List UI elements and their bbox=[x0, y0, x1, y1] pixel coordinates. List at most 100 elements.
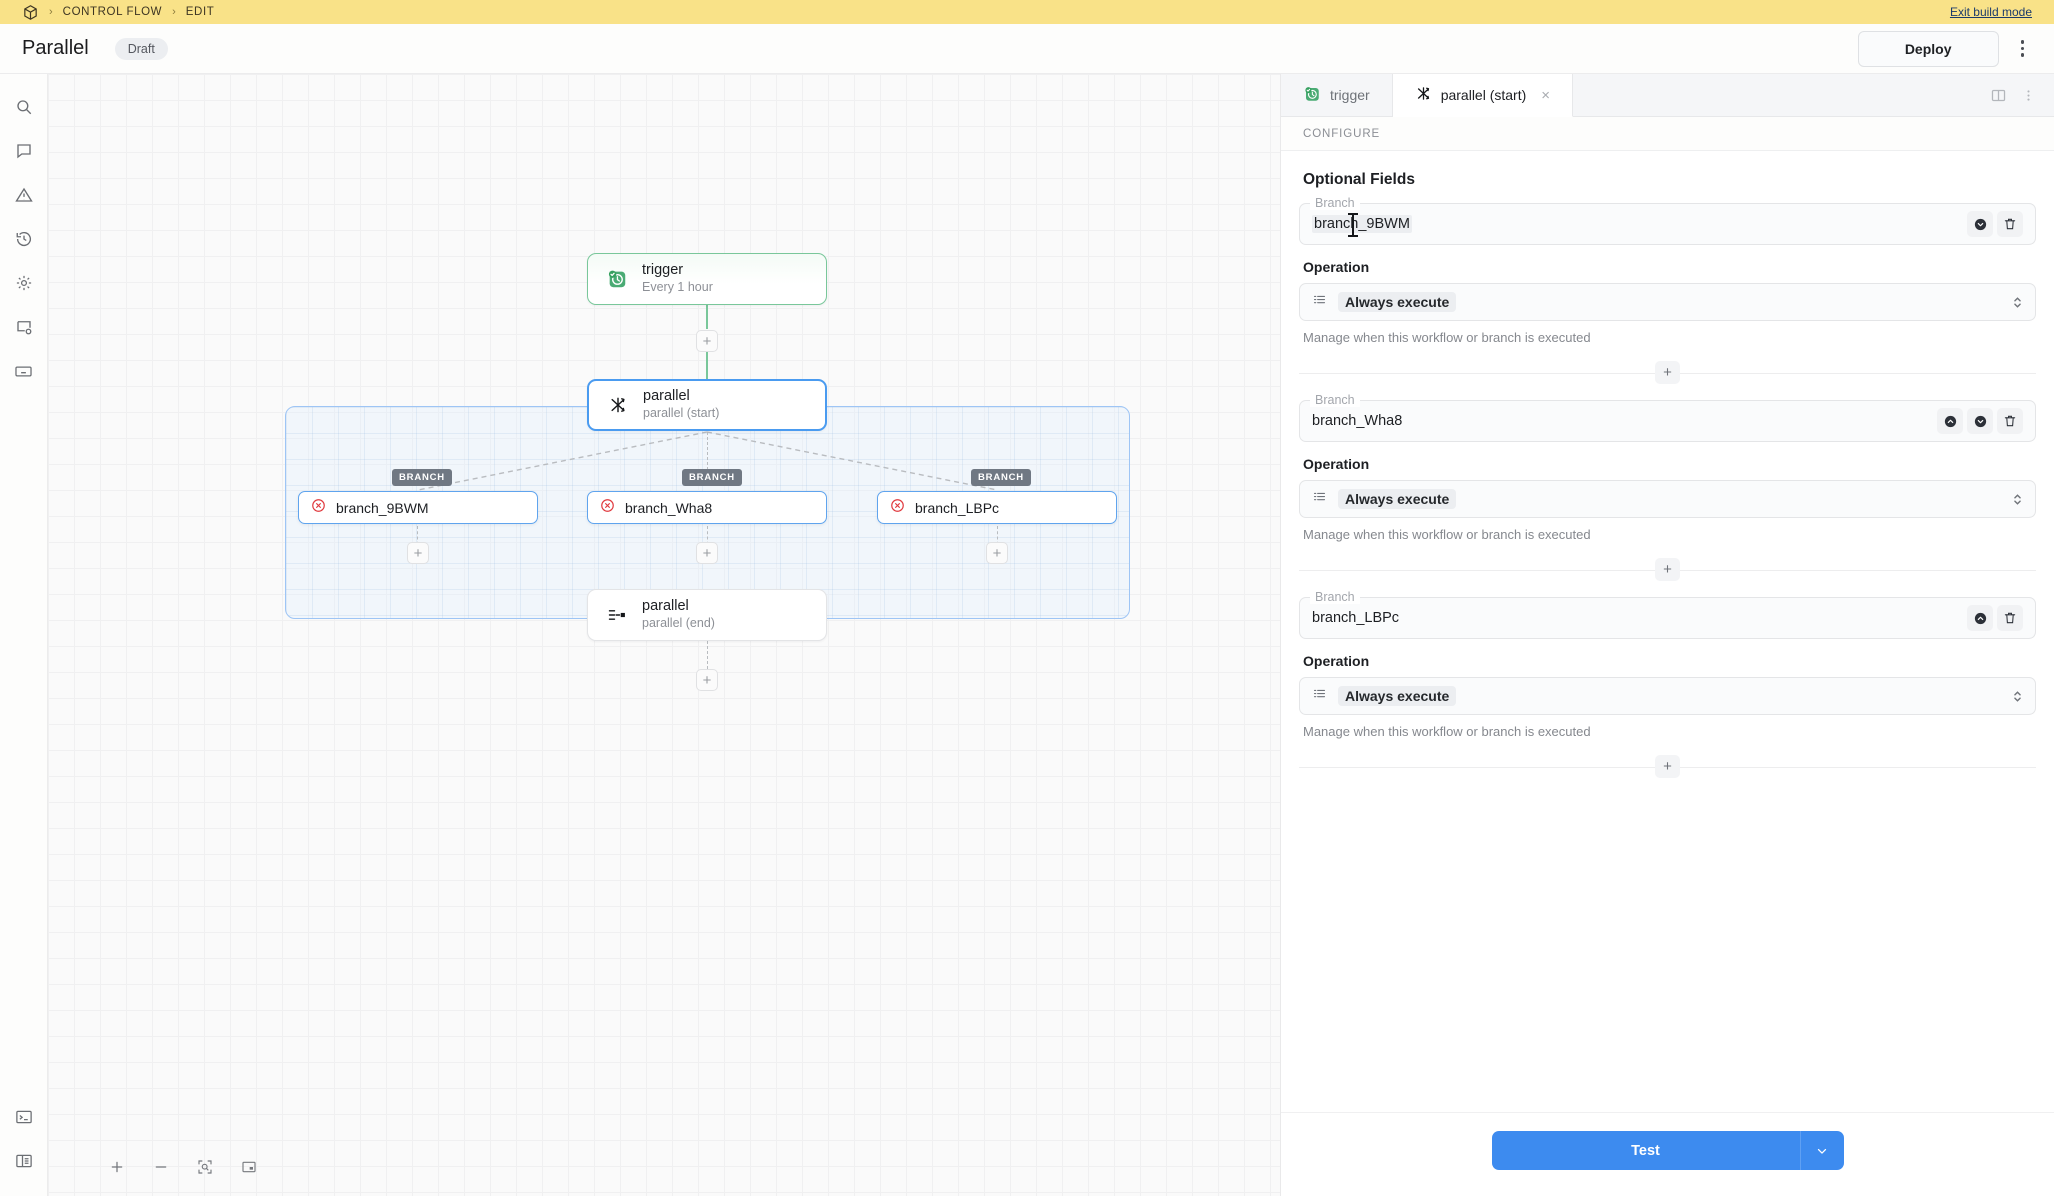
clock-check-icon bbox=[606, 268, 628, 290]
workflow-canvas[interactable]: + BRANCH BRANCH BRANCH + + + + trigger E… bbox=[48, 74, 1280, 1196]
kebab-menu-icon[interactable] bbox=[2017, 84, 2040, 107]
chevron-down-icon[interactable] bbox=[1799, 1131, 1844, 1170]
zoom-in-icon[interactable] bbox=[104, 1154, 130, 1180]
operation-select-2[interactable]: Always execute bbox=[1299, 480, 2036, 518]
move-up-icon[interactable] bbox=[1967, 605, 1993, 631]
delete-trash-icon[interactable] bbox=[1997, 605, 2023, 631]
branch-node-label: branch_9BWM bbox=[336, 499, 429, 516]
add-branch-button-3[interactable]: + bbox=[1655, 755, 1680, 778]
left-icon-rail bbox=[0, 74, 48, 1196]
parallel-split-icon bbox=[607, 394, 629, 416]
fit-view-icon[interactable] bbox=[192, 1154, 218, 1180]
branch-name-field-3[interactable]: Branch branch_LBPc bbox=[1299, 590, 2036, 639]
canvas-node-parallel-start[interactable]: parallel parallel (start) bbox=[587, 379, 827, 431]
branch-config-block-2: Branch branch_Wha8 Operation bbox=[1299, 393, 2036, 542]
operation-help-1: Manage when this workflow or branch is e… bbox=[1303, 330, 1591, 345]
delete-trash-icon[interactable] bbox=[1997, 211, 2023, 237]
node-title: parallel bbox=[643, 387, 690, 404]
node-title: trigger bbox=[642, 261, 684, 278]
zoom-out-icon[interactable] bbox=[148, 1154, 174, 1180]
operation-value: Always execute bbox=[1338, 686, 1457, 706]
tab-trigger[interactable]: trigger bbox=[1281, 74, 1393, 116]
list-icon bbox=[1312, 489, 1327, 509]
edge-plus-to-parallel bbox=[706, 352, 708, 380]
operation-help-3: Manage when this workflow or branch is e… bbox=[1303, 724, 1591, 739]
canvas-node-trigger[interactable]: trigger Every 1 hour bbox=[587, 253, 827, 305]
branch-tag-1: BRANCH bbox=[392, 469, 452, 486]
kebab-menu-icon[interactable] bbox=[2013, 34, 2033, 63]
edge-trigger-to-plus bbox=[706, 305, 708, 329]
canvas-branch-node-2[interactable]: branch_Wha8 bbox=[587, 491, 827, 524]
panel-settings-icon[interactable] bbox=[7, 310, 41, 344]
add-branch-divider-2: + bbox=[1299, 558, 2036, 581]
edge-center-branch bbox=[707, 432, 708, 470]
branch-config-block-3: Branch branch_LBPc Operation bbox=[1299, 590, 2036, 739]
deploy-button[interactable]: Deploy bbox=[1857, 30, 1999, 67]
edge-branch2-plus bbox=[707, 526, 708, 550]
branch-name-value: branch_9BWM bbox=[1312, 215, 1412, 233]
operation-value: Always execute bbox=[1338, 489, 1457, 509]
edge-branch3-plus bbox=[997, 526, 998, 550]
history-icon[interactable] bbox=[7, 222, 41, 256]
warning-icon[interactable] bbox=[7, 178, 41, 212]
branch-connector-lines bbox=[417, 431, 998, 491]
breadcrumb-control-flow[interactable]: CONTROL FLOW bbox=[62, 6, 163, 18]
operation-select-3[interactable]: Always execute bbox=[1299, 677, 2036, 715]
breadcrumb-edit[interactable]: EDIT bbox=[185, 6, 215, 18]
chevron-updown-icon bbox=[2012, 294, 2023, 311]
error-circle-icon bbox=[890, 498, 905, 518]
tab-label: parallel (start) bbox=[1440, 87, 1527, 103]
add-node-branch-3[interactable]: + bbox=[986, 542, 1008, 564]
canvas-zoom-toolbar bbox=[104, 1154, 262, 1180]
minimap-icon[interactable] bbox=[236, 1154, 262, 1180]
list-icon bbox=[1312, 686, 1327, 706]
terminal-icon[interactable] bbox=[7, 1100, 41, 1134]
branch-name-field-1[interactable]: Branch branch_9BWM bbox=[1299, 196, 2036, 245]
page-title: Parallel bbox=[22, 37, 89, 59]
move-up-icon[interactable] bbox=[1937, 408, 1963, 434]
tab-parallel-start[interactable]: parallel (start) × bbox=[1392, 74, 1574, 117]
clock-check-icon bbox=[1303, 85, 1321, 106]
comment-icon[interactable] bbox=[7, 134, 41, 168]
keyboard-icon[interactable] bbox=[7, 354, 41, 388]
move-down-icon[interactable] bbox=[1967, 408, 1993, 434]
parallel-split-icon bbox=[1415, 85, 1432, 105]
add-node-branch-1[interactable]: + bbox=[407, 542, 429, 564]
add-node-after-end[interactable]: + bbox=[696, 669, 718, 691]
test-button[interactable]: Test bbox=[1491, 1131, 1800, 1170]
canvas-branch-node-1[interactable]: branch_9BWM bbox=[298, 491, 538, 524]
exit-build-mode-link[interactable]: Exit build mode bbox=[1949, 5, 2032, 19]
canvas-branch-node-3[interactable]: branch_LBPc bbox=[877, 491, 1117, 524]
configuration-panel: trigger parallel (start) × CONFIGURE Opt bbox=[1280, 74, 2054, 1196]
operation-select-1[interactable]: Always execute bbox=[1299, 283, 2036, 321]
chevron-updown-icon bbox=[2012, 491, 2023, 508]
node-subtitle: Every 1 hour bbox=[642, 280, 713, 295]
close-icon[interactable]: × bbox=[1541, 86, 1551, 104]
add-branch-divider-3: + bbox=[1299, 755, 2036, 778]
panel-tabs: trigger parallel (start) × bbox=[1281, 74, 2054, 117]
layout-panel-icon[interactable] bbox=[7, 1144, 41, 1178]
settings-gear-icon[interactable] bbox=[7, 266, 41, 300]
branch-name-value: branch_Wha8 bbox=[1312, 413, 1403, 429]
branch-name-field-2[interactable]: Branch branch_Wha8 bbox=[1299, 393, 2036, 442]
node-subtitle: parallel (start) bbox=[643, 406, 720, 421]
add-node-branch-2[interactable]: + bbox=[696, 542, 718, 564]
canvas-node-parallel-end[interactable]: parallel parallel (end) bbox=[587, 589, 827, 641]
split-panel-icon[interactable] bbox=[1986, 83, 2011, 108]
add-branch-divider-1: + bbox=[1299, 361, 2036, 384]
operation-label-3: Operation bbox=[1303, 653, 1370, 669]
delete-trash-icon[interactable] bbox=[1997, 408, 2023, 434]
tab-label: trigger bbox=[1330, 87, 1370, 103]
search-icon[interactable] bbox=[7, 90, 41, 124]
workflow-title-bar: Parallel Draft Deploy bbox=[0, 24, 2054, 74]
operation-help-2: Manage when this workflow or branch is e… bbox=[1303, 527, 1591, 542]
add-branch-button-1[interactable]: + bbox=[1655, 361, 1680, 384]
node-subtitle: parallel (end) bbox=[642, 616, 715, 631]
add-node-button-1[interactable]: + bbox=[696, 330, 718, 352]
branch-name-value: branch_LBPc bbox=[1312, 610, 1400, 626]
move-down-icon[interactable] bbox=[1967, 211, 1993, 237]
add-branch-button-2[interactable]: + bbox=[1655, 558, 1680, 581]
error-circle-icon bbox=[600, 498, 615, 518]
branch-tag-3: BRANCH bbox=[971, 469, 1031, 486]
optional-fields-title: Optional Fields bbox=[1303, 171, 1415, 188]
